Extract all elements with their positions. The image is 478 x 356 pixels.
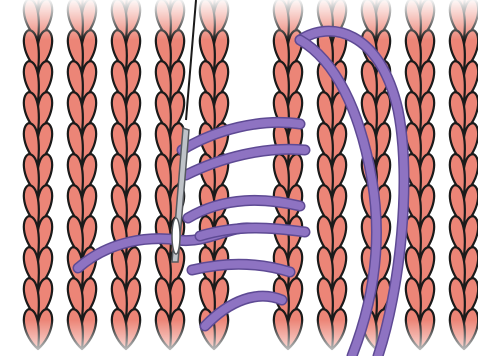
yarn-strand xyxy=(192,264,290,272)
needle-eye xyxy=(172,218,180,254)
bottom-fade xyxy=(0,320,478,356)
top-fade xyxy=(0,0,478,40)
